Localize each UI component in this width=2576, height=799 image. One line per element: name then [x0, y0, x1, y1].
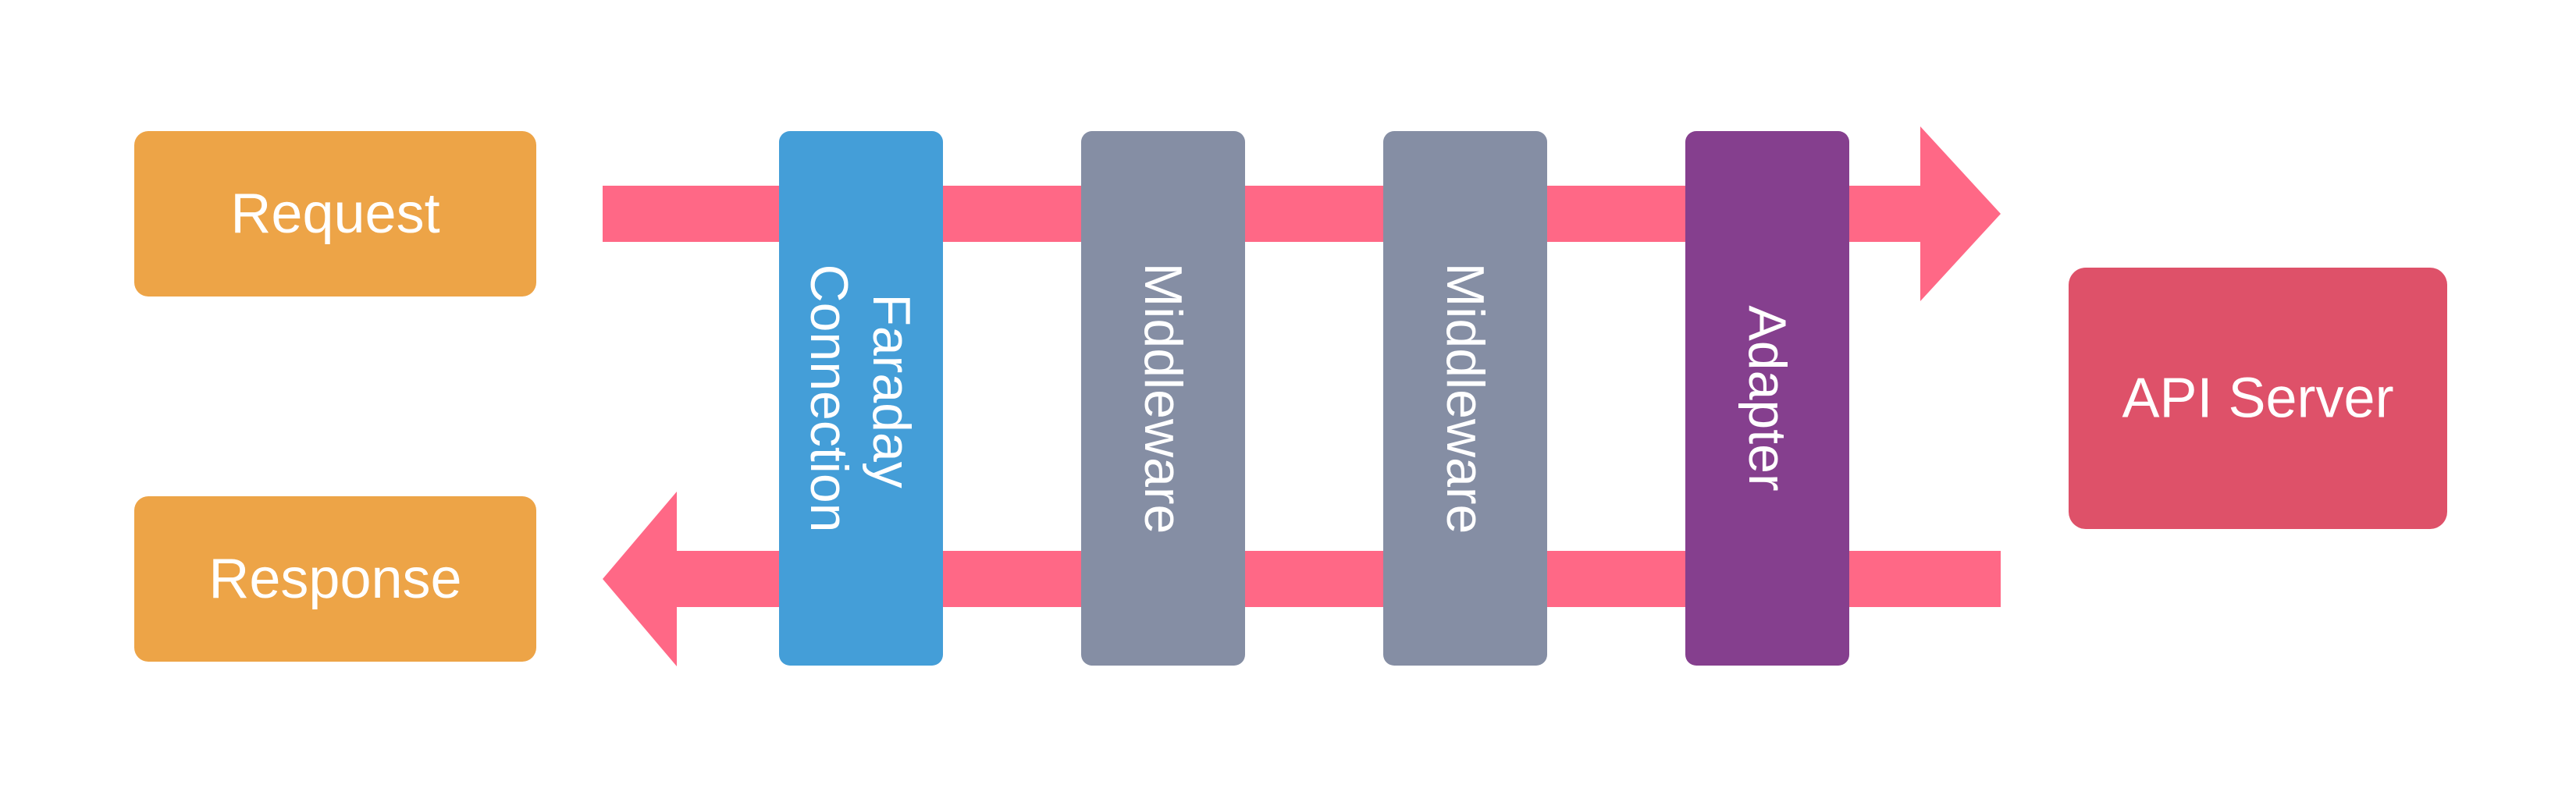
middleware-layer-2: Middleware: [1383, 131, 1547, 666]
request-label: Request: [230, 183, 439, 245]
request-arrow: [603, 126, 2001, 301]
response-box-bg: [134, 496, 536, 662]
middleware-1-label: Middleware: [1133, 263, 1193, 534]
response-label: Response: [208, 548, 461, 610]
adapter-bg: [1685, 131, 1849, 666]
middleware-layer-1: Middleware: [1081, 131, 1245, 666]
api-server-label: API Server: [2122, 368, 2393, 430]
api-server-box: API Server: [2069, 268, 2447, 529]
request-box: Request: [134, 131, 536, 297]
middleware-2-label: Middleware: [1436, 263, 1495, 534]
faraday-connection-line-2: Connection: [799, 264, 859, 532]
middleware-1-bg: [1081, 131, 1245, 666]
adapter-layer: Adapter: [1685, 131, 1849, 666]
response-box: Response: [134, 496, 536, 662]
faraday-connection-bg: [779, 131, 943, 666]
response-arrow: [603, 492, 2001, 666]
middleware-2-bg: [1383, 131, 1547, 666]
request-box-bg: [134, 131, 536, 297]
faraday-connection-label: Faraday Connection: [799, 264, 921, 532]
faraday-connection-line-1: Faraday: [862, 293, 921, 488]
faraday-connection-layer: Faraday Connection: [779, 131, 943, 666]
api-server-box-bg: [2069, 268, 2447, 529]
adapter-label: Adapter: [1738, 305, 1797, 491]
